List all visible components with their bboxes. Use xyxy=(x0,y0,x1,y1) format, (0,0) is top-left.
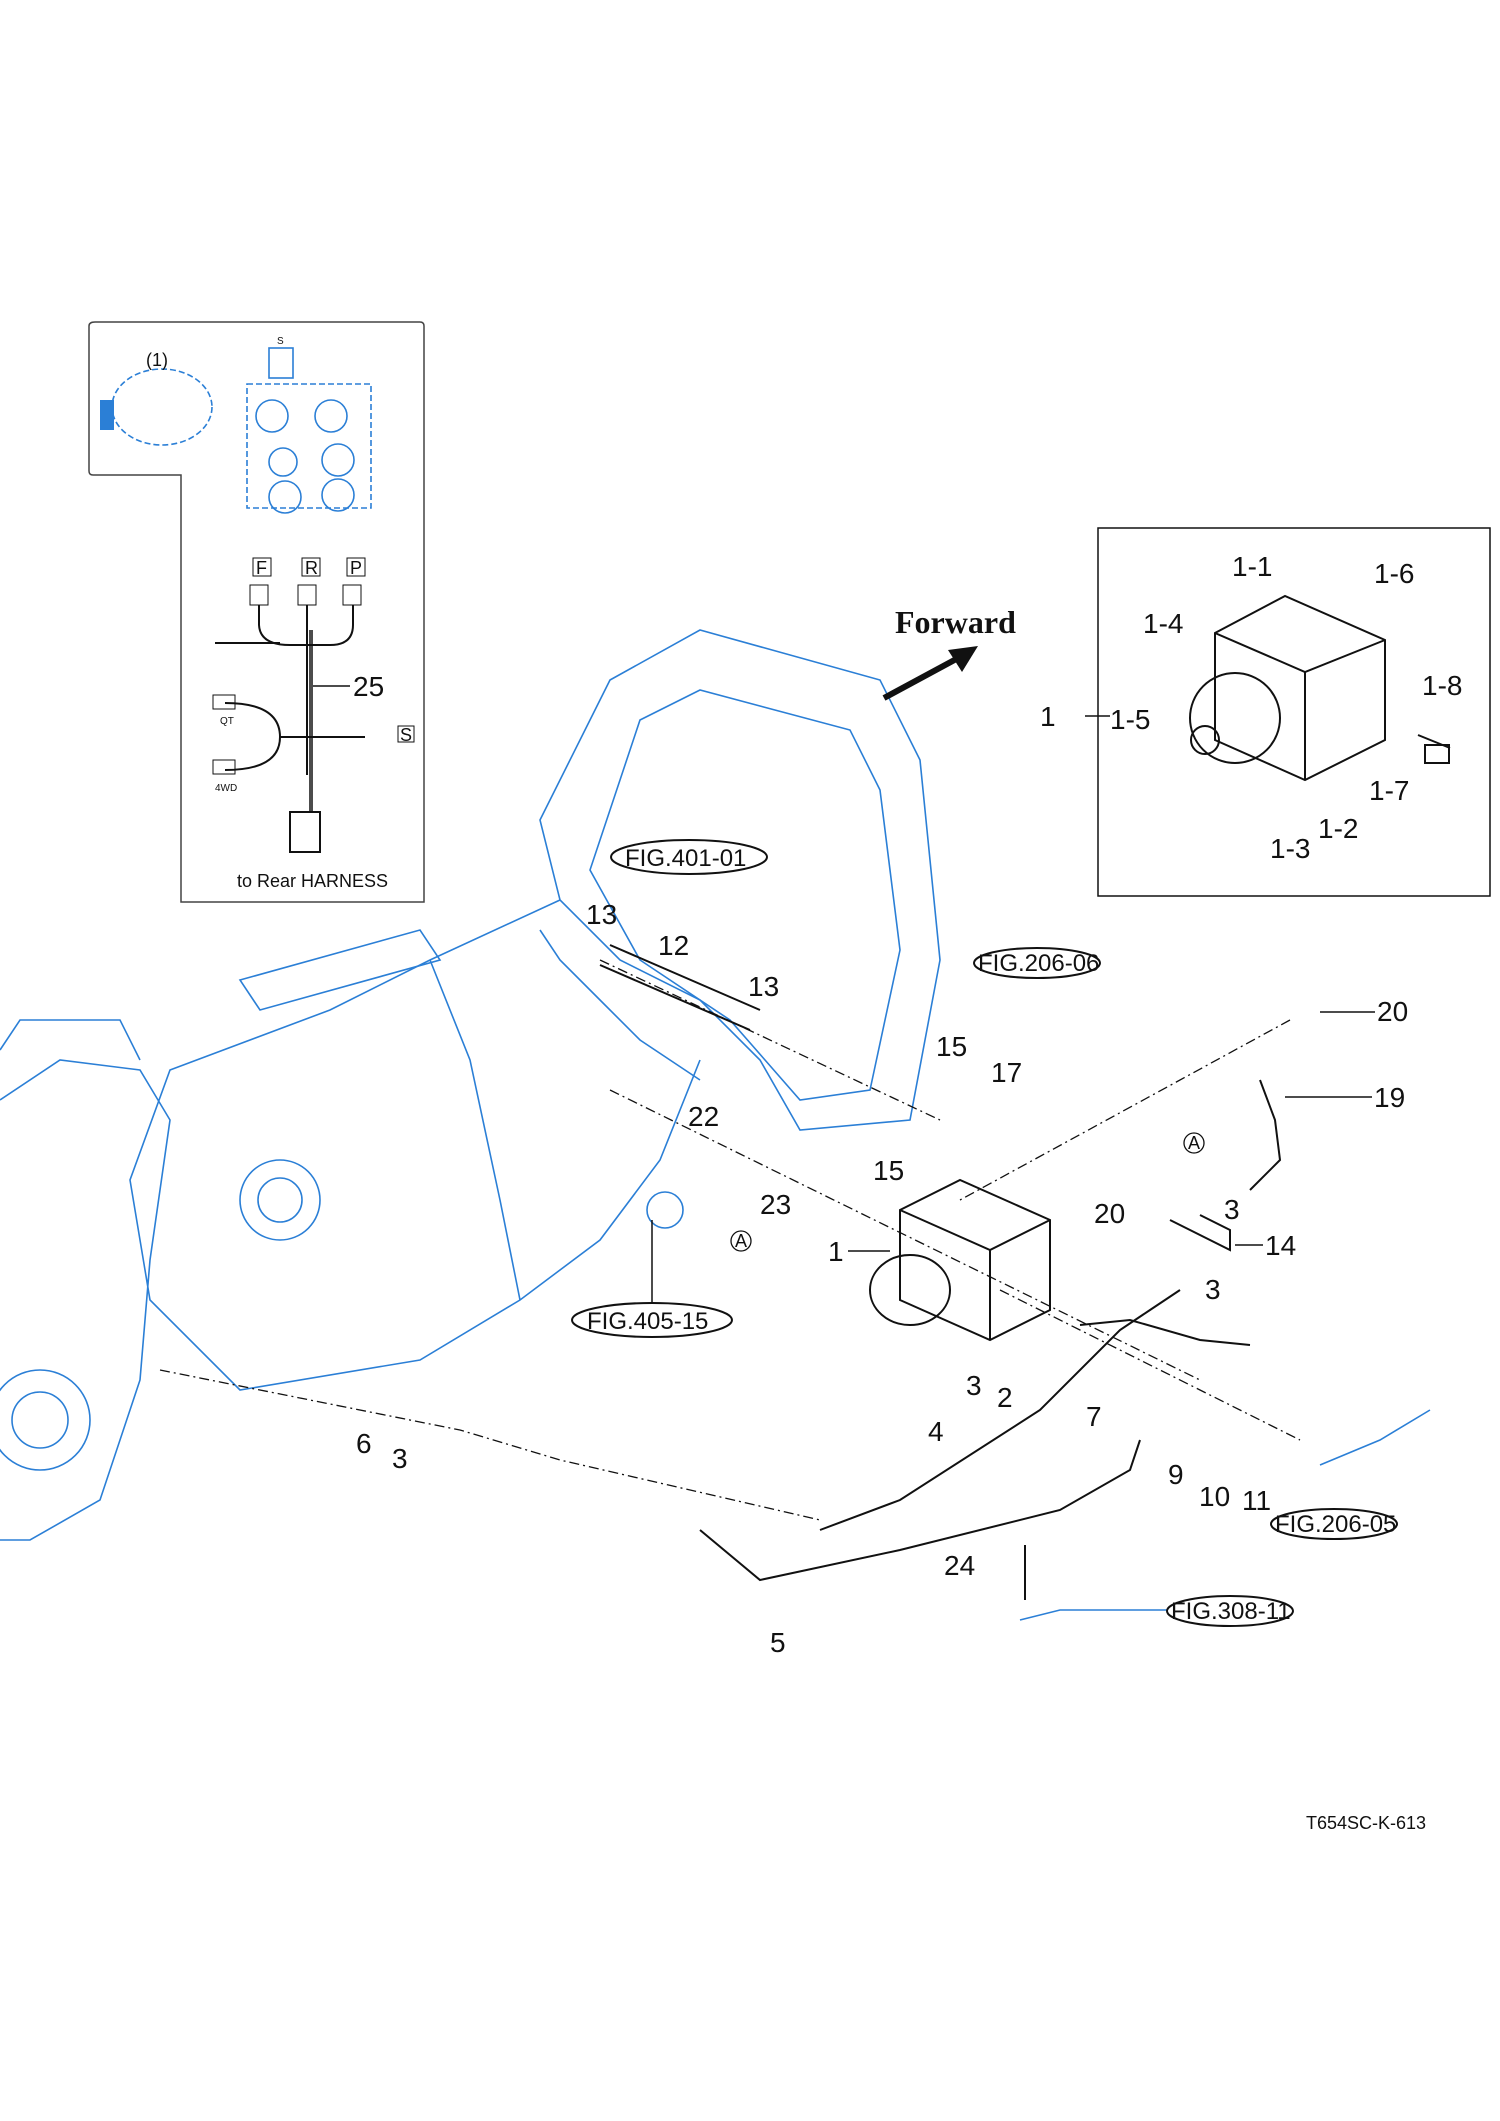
callout-25: 25 xyxy=(353,671,384,702)
sensor-tag-top: S xyxy=(277,336,284,347)
fig-206-06[interactable]: FIG.206-06 xyxy=(978,950,1099,977)
mark-a: A xyxy=(735,1231,747,1251)
fig-401-01[interactable]: FIG.401-01 xyxy=(625,845,746,872)
callout-7: 7 xyxy=(1086,1401,1102,1432)
callout-1-8: 1-8 xyxy=(1422,670,1462,701)
callout-6: 6 xyxy=(356,1428,372,1459)
callout-13: 13 xyxy=(748,971,779,1002)
pipes xyxy=(599,944,1431,1621)
callout-1: 1 xyxy=(828,1236,844,1267)
tag-p: P xyxy=(350,558,362,578)
callout-15: 15 xyxy=(936,1031,967,1062)
callout-5: 5 xyxy=(770,1627,786,1658)
callout-3: 3 xyxy=(392,1443,408,1474)
inset-valve: 1 1-1 1-2 1-3 1-4 1-5 1-6 1-7 1-8 xyxy=(1040,527,1491,897)
callout-1-7: 1-7 xyxy=(1369,775,1409,806)
callout-1-1: 1-1 xyxy=(1232,551,1272,582)
fig-405-15[interactable]: FIG.405-15 xyxy=(587,1308,708,1335)
callout-2: 2 xyxy=(997,1382,1013,1413)
callout-1-6: 1-6 xyxy=(1374,558,1414,589)
callout-3: 3 xyxy=(1224,1194,1240,1225)
tag-r: R xyxy=(305,558,318,578)
transmission-housing xyxy=(0,629,941,1541)
callout-1-inset: 1 xyxy=(1040,701,1056,732)
branch-4wd-label: 4WD xyxy=(215,783,237,794)
tag-f: F xyxy=(256,558,267,578)
callout-19: 19 xyxy=(1374,1082,1405,1113)
callout-20: 20 xyxy=(1094,1198,1125,1229)
callout-1-2: 1-2 xyxy=(1318,813,1358,844)
callout-11: 11 xyxy=(1242,1485,1271,1516)
callout-10: 10 xyxy=(1199,1481,1230,1512)
callout-15: 15 xyxy=(873,1155,904,1186)
connection-marks: A A xyxy=(730,1132,1205,1252)
callout-13: 13 xyxy=(586,899,617,930)
callout-1-5: 1-5 xyxy=(1110,704,1150,735)
callouts: 13 12 13 15 17 15 22 23 20 19 3 20 14 3 … xyxy=(356,899,1408,1658)
connector-tags: F R P xyxy=(252,557,366,578)
callout-20: 20 xyxy=(1377,996,1408,1027)
callout-22: 22 xyxy=(688,1101,719,1132)
assembly-lines xyxy=(159,959,1301,1521)
destination-label: to Rear HARNESS xyxy=(237,871,388,891)
callout-12: 12 xyxy=(658,930,689,961)
callout-3: 3 xyxy=(1205,1274,1221,1305)
inset-harness: (1) S F R P 25 QT 4WD S to Rear HARNESS xyxy=(88,321,425,903)
valve-block xyxy=(869,1178,1051,1342)
forward-label: Forward xyxy=(895,604,1016,640)
mark-a: A xyxy=(1188,1133,1200,1153)
figure-references: FIG.401-01 FIG.206-06 FIG.405-15 FIG.206… xyxy=(571,839,1398,1627)
callout-14: 14 xyxy=(1265,1230,1296,1261)
callout-1-4: 1-4 xyxy=(1143,608,1183,639)
sensor-tag: S xyxy=(400,725,412,745)
branch-qt-label: QT xyxy=(220,716,234,727)
valve-ref-label: (1) xyxy=(146,350,168,370)
forward-indicator: Forward xyxy=(882,604,1016,701)
fig-206-05[interactable]: FIG.206-05 xyxy=(1275,1511,1396,1538)
fig-308-11[interactable]: FIG.308-11 xyxy=(1171,1598,1291,1625)
callout-17: 17 xyxy=(991,1057,1022,1088)
callout-9: 9 xyxy=(1168,1459,1184,1490)
callout-4: 4 xyxy=(928,1416,944,1447)
callout-24: 24 xyxy=(944,1550,975,1581)
callout-3: 3 xyxy=(966,1370,982,1401)
callout-1-3: 1-3 xyxy=(1270,833,1310,864)
drawing-code: T654SC-K-613 xyxy=(1306,1813,1426,1833)
callout-23: 23 xyxy=(760,1189,791,1220)
